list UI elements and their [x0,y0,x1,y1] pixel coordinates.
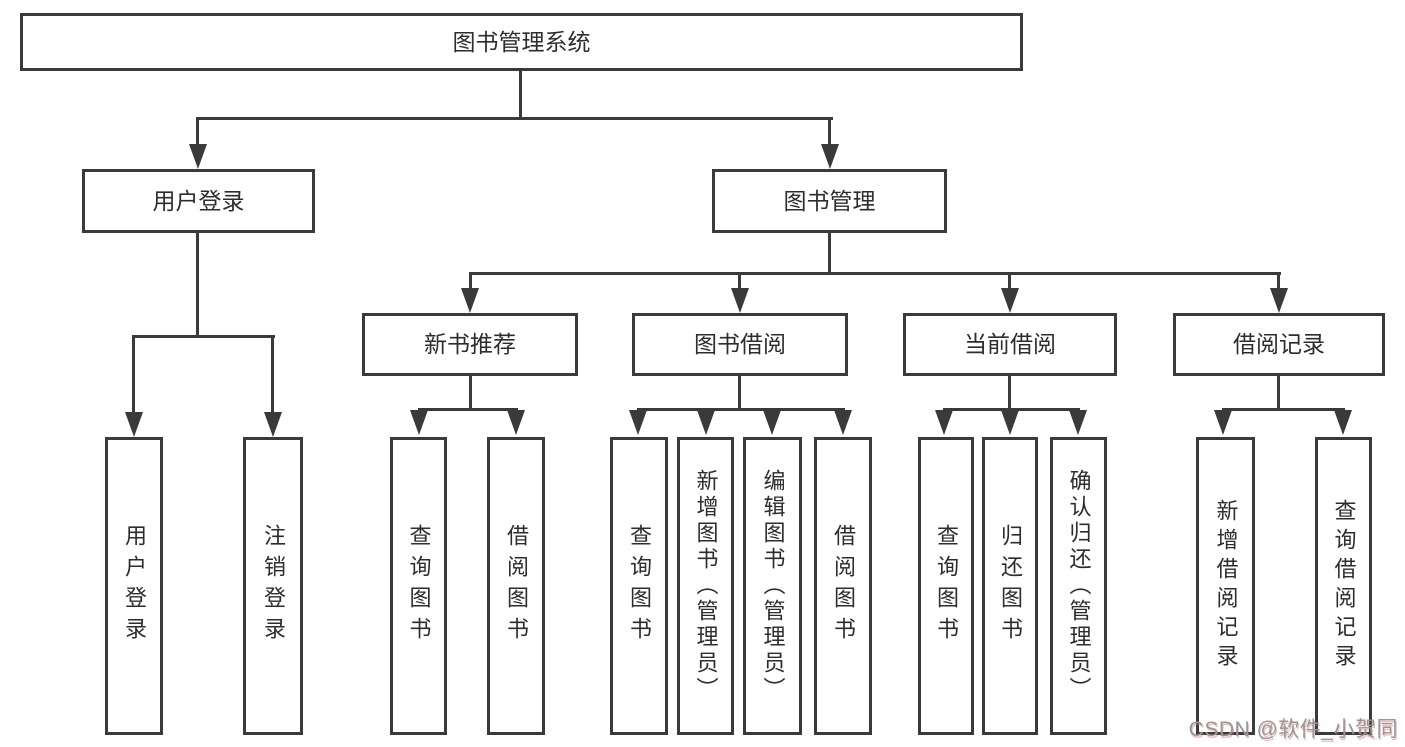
connector-line [1277,272,1280,292]
arrow-down-icon [629,410,647,435]
leaf-add-book-admin: 新增图书（管理员） [677,437,734,735]
node-book-borrow: 图书借阅 [632,313,848,376]
leaf-borrow-book: 借阅图书 [814,437,872,735]
leaf-current-query-book: 查询图书 [918,437,974,735]
node-current-borrow: 当前借阅 [903,313,1117,376]
node-root-system: 图书管理系统 [20,13,1023,71]
connector-line [132,335,275,338]
arrow-down-icon [461,288,479,313]
node-new-book-recommend: 新书推荐 [362,313,578,376]
arrow-down-icon [410,410,428,435]
arrow-down-icon [1270,288,1288,313]
connector-line [196,233,199,338]
csdn-watermark: CSDN @软件_小贺同学 [1188,718,1398,741]
connector-line [828,117,831,148]
connector-line [1008,376,1011,411]
arrow-down-icon [763,410,781,435]
arrow-down-icon [834,410,852,435]
connector-line [469,376,472,411]
leaf-user-login: 用户登录 [105,437,163,735]
connector-line [943,408,1080,411]
connector-line [196,117,199,148]
leaf-return-book: 归还图书 [982,437,1038,735]
arrow-down-icon [264,412,282,437]
arrow-down-icon [1334,410,1352,435]
connector-line [828,233,831,275]
connector-line [469,272,1281,275]
arrow-down-icon [507,410,525,435]
arrow-down-icon [821,144,839,169]
arrow-down-icon [125,412,143,437]
connector-line [1008,272,1011,292]
leaf-logout: 注销登录 [243,437,303,735]
node-book-management: 图书管理 [712,169,947,233]
leaf-confirm-return-admin: 确认归还（管理员） [1050,437,1107,735]
leaf-recommend-borrow-book: 借阅图书 [487,437,545,735]
leaf-recommend-query-book: 查询图书 [390,437,447,735]
arrow-down-icon [189,144,207,169]
connector-line [271,335,274,420]
connector-line [738,272,741,292]
connector-line [1222,408,1345,411]
arrow-down-icon [1001,410,1019,435]
leaf-edit-book-admin: 编辑图书（管理员） [743,437,802,735]
connector-line [418,408,518,411]
leaf-query-borrow-record: 查询借阅记录 [1315,437,1372,735]
arrow-down-icon [731,288,749,313]
arrow-down-icon [697,410,715,435]
connector-line [197,117,833,120]
arrow-down-icon [1214,410,1232,435]
connector-line [469,272,472,292]
connector-line [519,70,522,118]
leaf-borrow-query-book: 查询图书 [610,437,668,735]
connector-line [1277,376,1280,411]
node-user-login: 用户登录 [82,169,315,233]
connector-line [738,376,741,411]
arrow-down-icon [1069,410,1087,435]
connector-line [132,335,135,420]
connector-line [637,408,845,411]
leaf-add-borrow-record: 新增借阅记录 [1196,437,1255,735]
arrow-down-icon [935,410,953,435]
arrow-down-icon [1001,288,1019,313]
node-borrow-record: 借阅记录 [1173,313,1385,376]
